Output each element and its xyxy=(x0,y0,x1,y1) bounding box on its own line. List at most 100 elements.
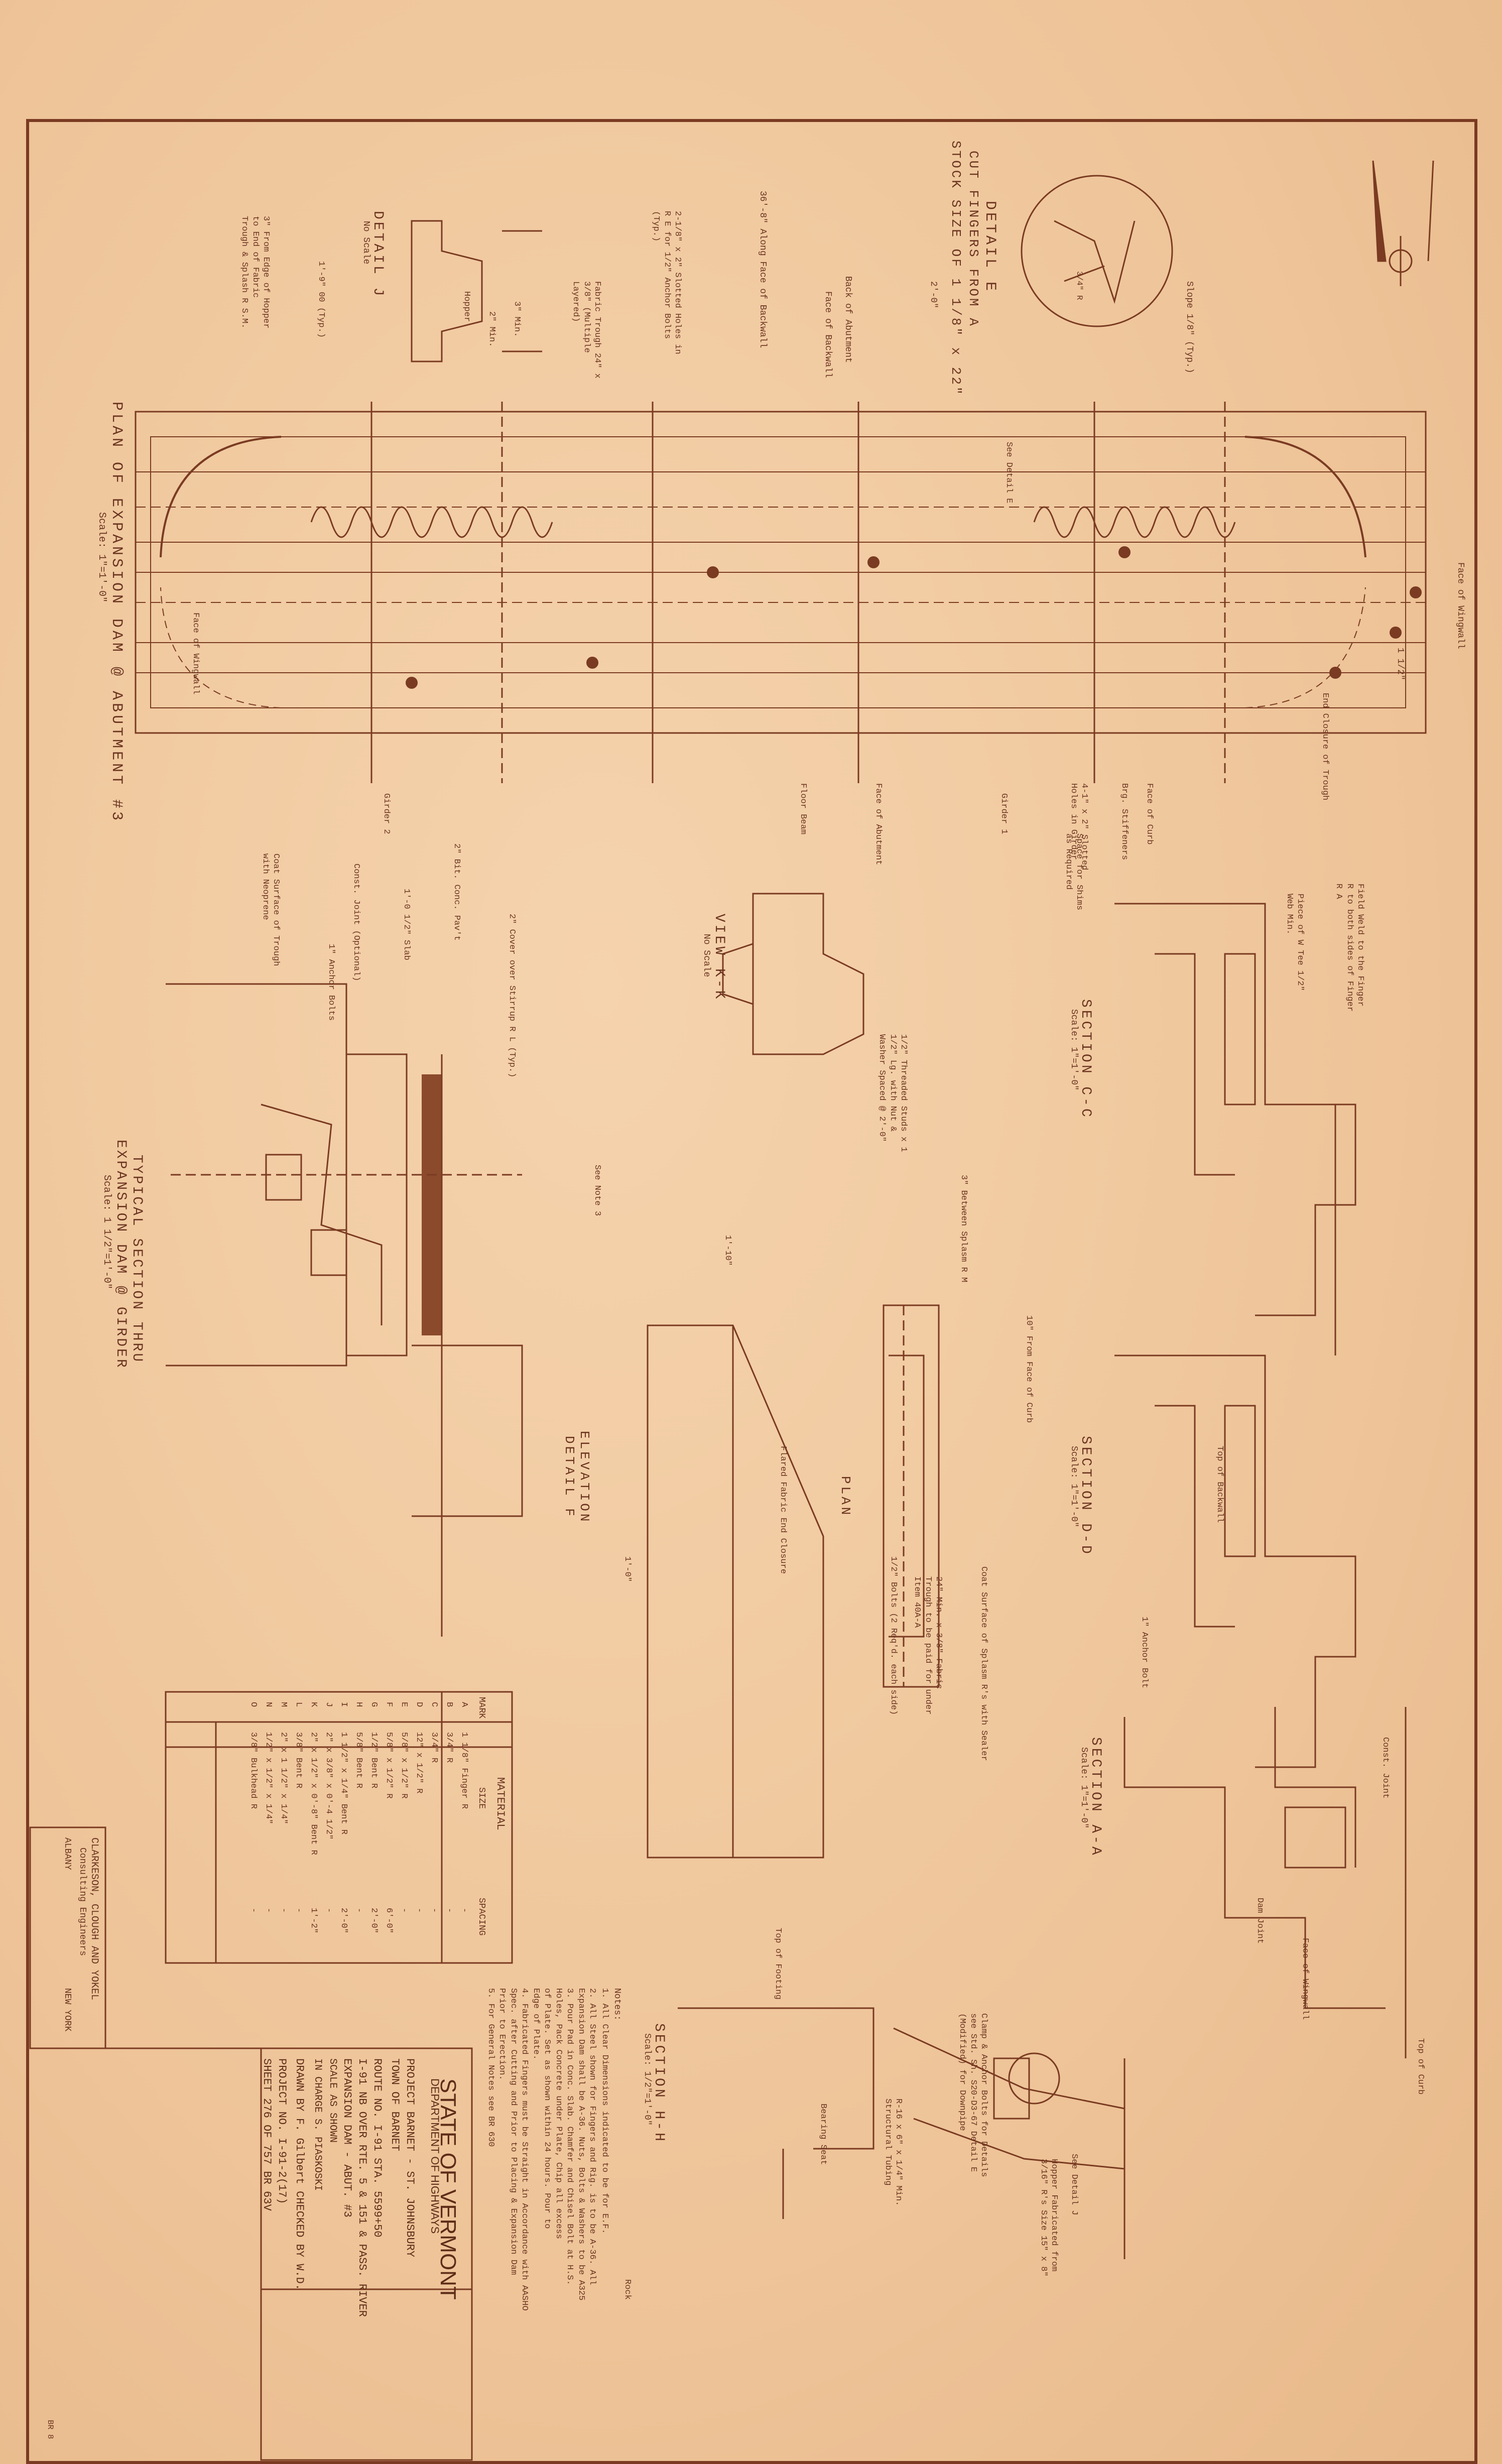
title-town: TOWN OF BARNET xyxy=(389,2058,401,2151)
material-size: 5/8" x 1/2" R xyxy=(399,1732,409,1799)
title-department: DEPARTMENT OF HIGHWAYS xyxy=(429,2078,441,2234)
material-spacing: - xyxy=(429,1908,439,1913)
callout: Clamp & Anchor Bolts for Details see Std… xyxy=(957,2013,989,2177)
material-mark: C xyxy=(429,1702,439,1707)
title-in-charge: IN CHARGE S. PIASKOSKI xyxy=(312,2058,323,2191)
callout: Slope 1/8" (Typ.) xyxy=(1184,281,1194,374)
callout: Hopper xyxy=(462,291,471,322)
callout: Face of Backwall xyxy=(823,291,833,378)
section-aa-title: SECTION A-A xyxy=(1088,1737,1103,1858)
section-cc-title: SECTION C-C xyxy=(1078,999,1093,1120)
typical-title-1: TYPICAL SECTION THRU xyxy=(129,1155,145,1364)
callout: Coat Surface of Trough with Neoprene xyxy=(260,853,281,966)
callout: Top of Curb xyxy=(1416,2038,1425,2095)
material-mark: L xyxy=(294,1702,303,1707)
callout: Top of Backwall xyxy=(1215,1446,1224,1523)
material-size: 1/2" Bent R xyxy=(369,1732,379,1789)
detail-j-title: DETAIL J xyxy=(370,211,386,299)
section-cc-scale: Scale: 1"=1'-0" xyxy=(1069,1009,1079,1091)
material-mark: B xyxy=(444,1702,454,1707)
material-size: 2" x 1/2" x 0'-8" Bent R xyxy=(309,1732,318,1855)
corner-code: BR 8 xyxy=(46,2420,55,2439)
note-item: Prior to Erection. xyxy=(497,1988,507,2080)
note-item: Holes, Pack Concrete under Plate, Chip a… xyxy=(554,1988,563,2239)
section-hh-title: SECTION H-H xyxy=(651,2023,667,2144)
material-mark: M xyxy=(279,1702,288,1707)
callout: Floor Beam xyxy=(798,783,808,835)
callout: 3" Min. xyxy=(512,301,522,337)
material-mark: J xyxy=(324,1702,333,1707)
section-dd-scale: Scale: 1"=1'-0" xyxy=(1069,1446,1079,1528)
callout: Dam Joint xyxy=(1255,1898,1265,1944)
callout: Const. Joint xyxy=(1381,1737,1390,1799)
note-item: of Plate. Set as shown within 24 hours. … xyxy=(542,1988,552,2229)
material-title: MATERIAL xyxy=(494,1777,507,1830)
material-mark: I xyxy=(339,1702,348,1707)
material-spacing: - xyxy=(248,1908,258,1913)
callout: Top of Footing xyxy=(773,1928,783,2000)
callout: 2-1/8" x 2" Slotted Holes in R E for 1/2… xyxy=(651,211,683,354)
material-header-size: SIZE xyxy=(476,1787,486,1809)
callout: Face of Abutment xyxy=(873,783,883,866)
material-spacing: - xyxy=(324,1908,333,1913)
material-spacing: - xyxy=(444,1908,454,1913)
material-size: 5/8" Bent R xyxy=(354,1732,363,1789)
material-mark: H xyxy=(354,1702,363,1707)
consultant-sub: Consulting Engineers xyxy=(77,1847,87,1956)
callout: 1'-9" 00 (Typ.) xyxy=(316,261,326,338)
material-mark: N xyxy=(264,1702,273,1707)
typical-title-2: EXPANSION DAM @ GIRDER xyxy=(113,1140,129,1370)
section-hh-scale: Scale: 1/2"=1'-0" xyxy=(642,2033,652,2126)
callout: End Closure of Trough xyxy=(1320,693,1330,801)
note-item: Expansion Dam shall be A-36. Nuts, Bolts… xyxy=(576,1988,586,2301)
callout: 1/2" Bolts (2 Req'd. each side) xyxy=(889,1556,898,1715)
plan-detail-title: PLAN xyxy=(838,1476,853,1518)
title-bridge: I-91 NB OVER RTE. 5 & 151 & PASS. RIVER xyxy=(356,2058,368,2317)
material-size: 3/4" R xyxy=(429,1732,439,1763)
note-item: 2. All Steel shown for Fingers and Rig. … xyxy=(587,1988,597,2285)
callout: Piece of W Tee 1/2" Web Min. xyxy=(1284,894,1305,991)
callout: Coat Surface of Splasm R's with Sealer xyxy=(979,1566,988,1761)
material-size: 3/8" Bent R xyxy=(294,1732,303,1789)
callout: Face of Curb xyxy=(1145,783,1154,845)
consultant-state: NEW YORK xyxy=(62,1988,72,2032)
callout: 2" Min. xyxy=(487,311,496,347)
note-item: 4. Fabricated Fingers must be Straight i… xyxy=(520,1988,529,2311)
material-size: 3/4" R xyxy=(444,1732,454,1763)
title-project: PROJECT BARNET - ST. JOHNSBURY xyxy=(404,2058,416,2258)
material-spacing: 6'-0" xyxy=(384,1908,394,1934)
material-size: 2" x 3/8" x 0'-4 1/2" xyxy=(324,1732,333,1840)
note-item: Edge of Plate. xyxy=(531,1988,541,2060)
title-subject: EXPANSION DAM - ABUT. #3 xyxy=(341,2058,353,2217)
callout: 2" Cover over Stirrup R L (Typ.) xyxy=(507,914,517,1078)
material-size: 2" x 1 1/2" x 1/4" xyxy=(279,1732,288,1824)
callout: 1'-0" xyxy=(622,1556,632,1582)
material-spacing: - xyxy=(294,1908,303,1913)
callout: Hopper Fabricated from 3/16" R's Size 15… xyxy=(1038,2159,1059,2277)
callout: 24" Min. x 3/8" Fabric Trough to be paid… xyxy=(912,1576,944,1715)
callout: Const. Joint (Optional) xyxy=(351,864,361,981)
material-spacing: - xyxy=(279,1908,288,1913)
callout: Rock xyxy=(622,2279,632,2300)
material-size: 1 1/2" x 1/4" Bent R xyxy=(339,1732,348,1835)
callout: 1" Anchor Bolts xyxy=(326,944,336,1021)
title-sheet: SHEET 276 OF 757 BR 63V xyxy=(261,2058,273,2211)
callout: 3" From Edge of Hopper to End of Fabric … xyxy=(239,216,271,329)
callout: Brg. Stiffeners xyxy=(1119,783,1129,860)
material-spacing: - xyxy=(459,1908,469,1913)
title-scale: SCALE AS SHOWN xyxy=(327,2058,338,2143)
callout: Bearing Seat xyxy=(818,2104,828,2165)
callout: Face of Wingwall xyxy=(191,612,200,695)
callout: 1'-10" xyxy=(723,1235,732,1266)
typical-scale: Scale: 1 1/2"=1'-0" xyxy=(101,1175,112,1290)
title-route: ROUTE NO. I-91 STA. 5599+50 xyxy=(371,2058,384,2238)
detail-e-line-3: STOCK SIZE OF 1 1/8" x 22" xyxy=(948,141,963,397)
callout: 3" Between Splasm R M xyxy=(959,1175,968,1283)
detail-j-scale: No Scale xyxy=(361,221,371,265)
material-spacing: - xyxy=(414,1908,424,1913)
callout: 2'-0" xyxy=(928,281,938,309)
note-item: 3. Pour Pad in Conc. Slab. Chamfer and C… xyxy=(565,1988,574,2285)
callout: Flared Fabric End Closure xyxy=(778,1446,788,1574)
material-spacing: - xyxy=(399,1908,409,1913)
